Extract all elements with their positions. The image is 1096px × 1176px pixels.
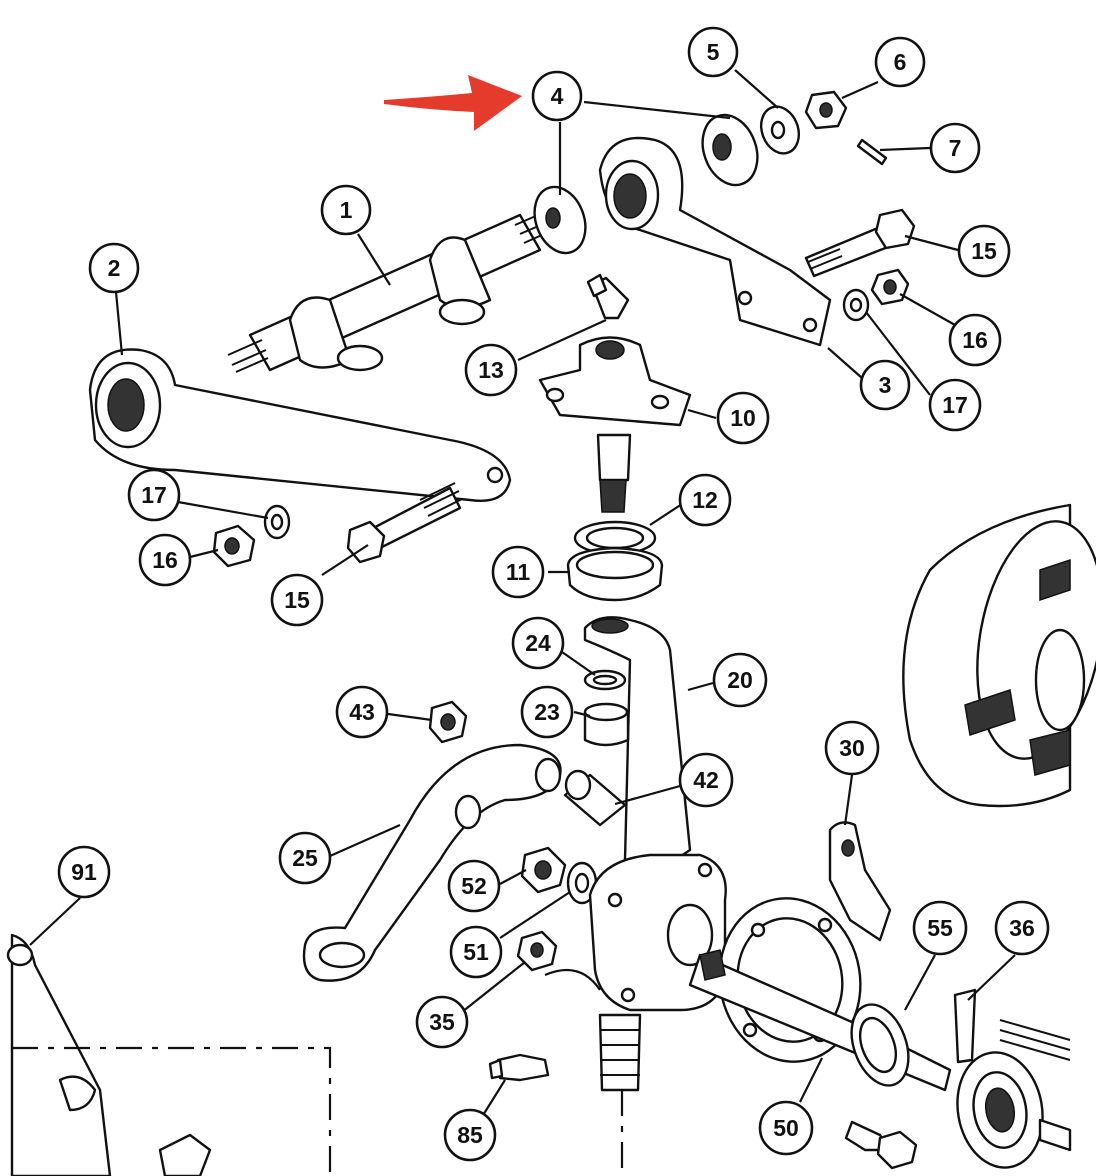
callout-42: 42 <box>678 752 734 808</box>
part-35-51-52-fixings <box>516 846 598 972</box>
svg-text:10: 10 <box>730 405 756 431</box>
part-55-stub-axle <box>688 949 952 1092</box>
callout-16-upper: 16 <box>948 313 1002 367</box>
callout-4-top: 4 <box>531 70 583 122</box>
callout-51: 51 <box>449 925 503 979</box>
part-30-bracket <box>828 821 892 942</box>
part-knuckle <box>544 853 727 1092</box>
svg-text:85: 85 <box>457 1122 483 1148</box>
part-11-12-rings <box>566 520 664 602</box>
svg-text:20: 20 <box>727 667 753 693</box>
callout-55: 55 <box>912 900 968 956</box>
part-3-upper-arm <box>598 136 832 347</box>
part-13-grease-nipple <box>586 273 630 320</box>
callout-2: 2 <box>88 242 140 294</box>
callout-35: 35 <box>415 995 469 1049</box>
svg-text:52: 52 <box>461 873 487 899</box>
svg-text:51: 51 <box>463 939 489 965</box>
callout-30: 30 <box>824 720 880 776</box>
callout-17-upper: 17 <box>928 378 982 432</box>
part-4-bushes <box>533 113 759 255</box>
callout-10: 10 <box>716 391 770 445</box>
callout-24: 24 <box>511 616 565 670</box>
dash-dot-boundary <box>12 1046 624 1176</box>
svg-text:11: 11 <box>506 559 531 585</box>
callout-50: 50 <box>758 1100 814 1156</box>
svg-text:13: 13 <box>478 357 504 383</box>
svg-text:5: 5 <box>707 39 720 65</box>
svg-text:15: 15 <box>971 238 997 264</box>
callout-15-lower: 15 <box>270 573 324 627</box>
callouts: 4 5 6 7 1 2 15 16 13 3 17 10 12 17 16 15… <box>57 26 1050 1162</box>
svg-text:42: 42 <box>693 767 719 793</box>
svg-text:24: 24 <box>525 630 551 656</box>
callout-85: 85 <box>443 1108 497 1162</box>
part-25-steering-arm <box>302 743 562 982</box>
part-1-shaft <box>227 211 554 373</box>
svg-text:30: 30 <box>839 735 865 761</box>
part-85-grease-nipple <box>488 1053 550 1082</box>
callout-3: 3 <box>859 359 911 411</box>
svg-text:16: 16 <box>962 327 988 353</box>
svg-text:91: 91 <box>71 859 97 885</box>
part-hub <box>902 503 1096 808</box>
part-bearing <box>956 1019 1072 1169</box>
part-91-partial-arm <box>6 933 212 1176</box>
callout-43: 43 <box>335 685 389 739</box>
svg-text:25: 25 <box>292 845 318 871</box>
svg-text:7: 7 <box>949 135 962 161</box>
svg-text:17: 17 <box>942 392 968 418</box>
svg-text:55: 55 <box>927 915 953 941</box>
callout-12: 12 <box>678 473 732 527</box>
part-15-bolt-upper <box>804 208 916 322</box>
callout-91: 91 <box>57 845 111 899</box>
callout-17-lower: 17 <box>127 468 181 522</box>
part-36-split-pin <box>953 988 977 1064</box>
svg-text:17: 17 <box>141 482 167 508</box>
part-43-nut <box>428 700 468 744</box>
callout-1: 1 <box>320 184 372 236</box>
svg-text:15: 15 <box>284 587 310 613</box>
svg-text:23: 23 <box>534 699 560 725</box>
svg-text:12: 12 <box>692 487 718 513</box>
svg-text:16: 16 <box>152 547 178 573</box>
red-pointer-arrow-icon <box>384 75 522 131</box>
callout-7: 7 <box>929 122 981 174</box>
callout-13: 13 <box>464 343 518 397</box>
callout-36: 36 <box>994 900 1050 956</box>
callout-15-upper: 15 <box>957 224 1011 278</box>
svg-text:6: 6 <box>894 49 907 75</box>
svg-text:4: 4 <box>551 83 564 109</box>
part-20-upright <box>583 616 692 872</box>
part-10-ball-joint <box>538 336 692 513</box>
svg-text:35: 35 <box>429 1009 455 1035</box>
part-23-24-42 <box>563 669 630 827</box>
callout-52: 52 <box>447 859 501 913</box>
callout-25: 25 <box>278 831 332 885</box>
part-5-6-7-fixings <box>759 90 888 166</box>
callout-20: 20 <box>712 652 768 708</box>
leader-lines <box>29 69 1016 1121</box>
svg-text:50: 50 <box>773 1115 799 1141</box>
callout-5: 5 <box>687 26 739 78</box>
callout-11: 11 <box>491 545 545 599</box>
svg-text:36: 36 <box>1009 915 1035 941</box>
part-bottom-bolt <box>844 1120 918 1170</box>
part-2-lower-arm <box>88 348 512 502</box>
svg-text:43: 43 <box>349 699 375 725</box>
svg-text:3: 3 <box>879 372 892 398</box>
svg-text:2: 2 <box>108 255 121 281</box>
callout-6: 6 <box>874 36 926 88</box>
callout-16-lower: 16 <box>138 533 192 587</box>
callout-23: 23 <box>520 685 574 739</box>
svg-text:1: 1 <box>340 197 353 223</box>
